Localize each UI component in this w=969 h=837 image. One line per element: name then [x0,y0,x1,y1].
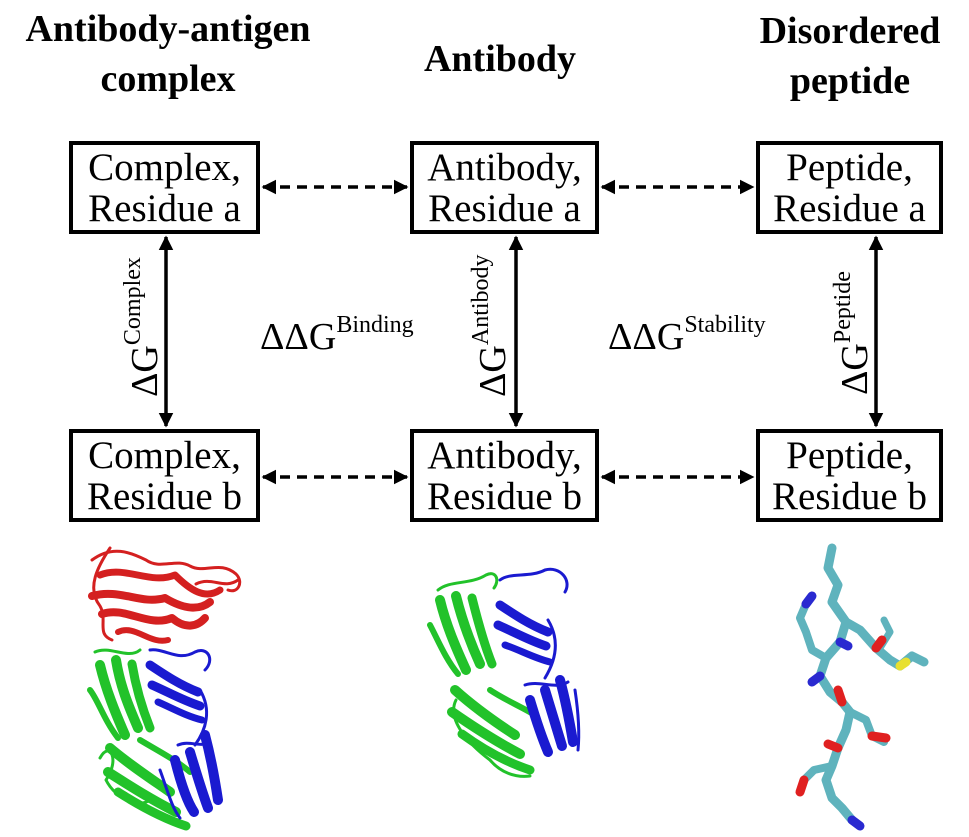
antibody-light-chain-ribbon [427,572,538,778]
column-title-complex: Antibody-antigen complex [25,8,311,100]
antigen-ribbon [88,546,242,644]
label-ddg-binding: ΔΔGBinding [260,312,414,358]
box-antibody-residue-a: Antibody, Residue a [410,141,599,234]
column-title-antibody: Antibody [423,38,577,80]
label-ddg-stability: ΔΔGStability [608,312,766,358]
antibody-structure-image [427,567,581,778]
box-complex-residue-a: Complex, Residue a [69,141,260,234]
antibody-heavy-chain-ribbon [493,567,581,757]
column-title-peptide: Disordered peptide [759,10,941,102]
light-chain-ribbon [87,648,193,831]
complex-structure-image [87,546,242,831]
box-antibody-residue-b: Antibody, Residue b [410,429,599,522]
box-peptide-residue-a: Peptide, Residue a [756,141,943,234]
peptide-structure-image [795,543,929,831]
heavy-chain-ribbon [145,648,223,820]
box-peptide-residue-b: Peptide, Residue b [756,429,943,522]
box-complex-residue-b: Complex, Residue b [69,429,260,522]
